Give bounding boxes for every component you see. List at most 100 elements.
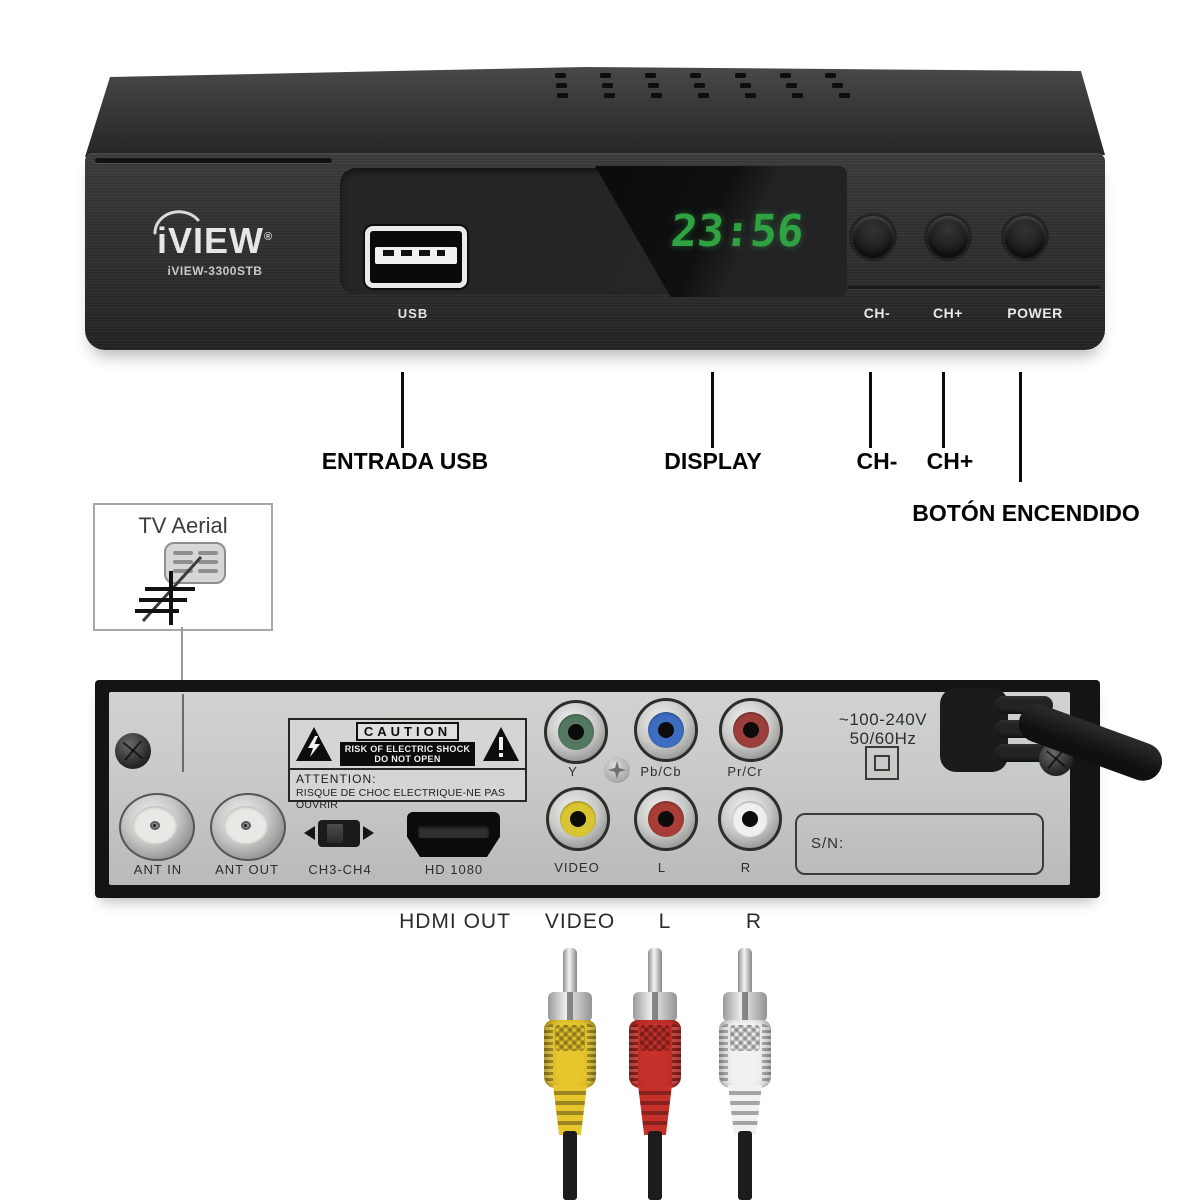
audio-l-jack-label: L <box>657 860 667 875</box>
caution-label: CAUTION RISK OF ELECTRIC SHOCK DO NOT OP… <box>288 718 527 811</box>
tv-aerial-label: TV Aerial <box>138 513 228 538</box>
stb-front-view: iVIEW® iVIEW-3300STB 23:56 USB CH- CH+ P… <box>85 65 1105 350</box>
class-ii-insulation-icon <box>865 746 899 780</box>
logo-arc-icon <box>153 210 200 235</box>
usb-port-label: USB <box>397 306 429 321</box>
rca-boot-white <box>728 1085 762 1135</box>
front-slot-groove <box>95 158 332 163</box>
hdmi-slot <box>418 825 489 838</box>
rca-cable <box>563 1131 577 1200</box>
rca-collar <box>723 992 767 1022</box>
callout-label-display: DISPLAY <box>664 448 762 474</box>
component-pb-jack[interactable] <box>634 698 698 762</box>
serial-number-label: S/N: <box>811 835 845 852</box>
rca-body-red <box>629 1020 681 1088</box>
tv-aerial-icon <box>135 542 226 625</box>
screw-icon <box>115 733 151 769</box>
star-screw-icon <box>604 757 630 783</box>
ch3-ch4-switch[interactable] <box>318 820 360 847</box>
video-jack-hole <box>570 811 586 827</box>
rca-knurl <box>730 1025 760 1051</box>
rca-body-white <box>719 1020 771 1088</box>
registered-mark: ® <box>263 231 274 243</box>
rca-knurl <box>640 1025 670 1051</box>
switch-arrow-left-icon <box>304 826 315 840</box>
button-divider-groove <box>848 286 1100 289</box>
audio-l-jack-hole <box>658 811 674 827</box>
caution-line2: DO NOT OPEN <box>374 754 441 764</box>
rca-boot-red <box>638 1085 672 1135</box>
rca-plug-audio-l[interactable] <box>625 948 685 1200</box>
audio-l-callout: L <box>658 910 672 933</box>
exclamation-triangle-icon <box>482 727 519 761</box>
attention-text: RISQUE DE CHOC ELECTRIQUE-NE PAS OUVRIR <box>296 787 506 811</box>
audio-r-jack[interactable] <box>718 787 782 851</box>
hdmi-port-label: HD 1080 <box>424 862 484 877</box>
rf-switch-label: CH3-CH4 <box>308 862 372 877</box>
caution-top-section: CAUTION RISK OF ELECTRIC SHOCK DO NOT OP… <box>290 720 525 768</box>
usb-tongue <box>375 247 457 264</box>
brand-logo: iVIEW® iVIEW-3300STB <box>125 207 305 278</box>
callout-line-ch-up <box>942 372 945 448</box>
component-y-jack[interactable] <box>544 700 608 764</box>
ant-out-outer-ring <box>210 793 286 861</box>
ant-out-center-pin <box>241 821 251 830</box>
rca-collar <box>633 992 677 1022</box>
power-button-label: POWER <box>1007 305 1063 321</box>
callout-line-ch-down <box>869 372 872 448</box>
ant-out-connector[interactable] <box>210 793 286 861</box>
pr-jack-hole <box>743 722 759 738</box>
hdmi-out-callout: HDMI OUT <box>399 910 511 933</box>
audio-r-jack-label: R <box>740 860 752 875</box>
front-inset-panel: 23:56 <box>340 166 847 297</box>
voltage-line1: ~100-240V <box>838 710 928 729</box>
stb-top-face <box>85 67 1105 157</box>
caution-title: CAUTION <box>355 722 460 741</box>
callout-line-display <box>711 372 714 448</box>
pb-jack-hole <box>658 722 674 738</box>
usb-port[interactable] <box>365 226 467 288</box>
video-jack-label: VIDEO <box>554 860 600 875</box>
component-pr-jack[interactable] <box>719 698 783 762</box>
rca-pin <box>738 948 752 1000</box>
brand-name: iVIEW® <box>156 220 274 261</box>
y-jack-hole <box>568 724 584 740</box>
rca-pin <box>648 948 662 1000</box>
caution-warning-lines: RISK OF ELECTRIC SHOCK DO NOT OPEN <box>339 742 476 766</box>
video-jack[interactable] <box>546 787 610 851</box>
rca-pin <box>563 948 577 1000</box>
video-callout: VIDEO <box>544 910 616 933</box>
caution-line1: RISK OF ELECTRIC SHOCK <box>344 744 471 754</box>
attention-label: ATTENTION: <box>296 772 377 786</box>
stb-back-view: CAUTION RISK OF ELECTRIC SHOCK DO NOT OP… <box>95 680 1168 898</box>
rca-collar <box>548 992 592 1022</box>
callout-label-ch-down: CH- <box>856 448 898 474</box>
ch-up-button-label: CH+ <box>933 305 963 321</box>
rca-boot-yellow <box>553 1085 587 1135</box>
power-button[interactable] <box>1004 216 1046 258</box>
aerial-connector-line-lower <box>182 694 184 772</box>
serial-number-box: S/N: <box>795 813 1044 875</box>
y-jack-label: Y <box>568 764 578 779</box>
rca-knurl <box>555 1025 585 1051</box>
rca-plug-video[interactable] <box>540 948 600 1200</box>
caution-text-block: CAUTION RISK OF ELECTRIC SHOCK DO NOT OP… <box>339 722 476 766</box>
hdmi-port[interactable] <box>407 812 500 857</box>
rca-plug-audio-r[interactable] <box>715 948 775 1200</box>
audio-l-jack[interactable] <box>634 787 698 851</box>
ch-up-button[interactable] <box>927 216 969 258</box>
model-number: iVIEW-3300STB <box>167 264 263 278</box>
lightning-triangle-icon <box>296 727 332 761</box>
ch-down-button[interactable] <box>852 216 894 258</box>
callout-label-power: BOTÓN ENCENDIDO <box>912 500 1140 526</box>
pb-jack-label: Pb/Cb <box>640 764 682 779</box>
callout-label-ch-up: CH+ <box>926 448 974 474</box>
rca-cable <box>648 1131 662 1200</box>
tv-aerial-box: TV Aerial <box>93 503 273 631</box>
ant-in-connector[interactable] <box>119 793 195 861</box>
voltage-rating: ~100-240V 50/60Hz <box>823 710 943 748</box>
switch-knob <box>327 824 343 843</box>
callout-label-usb: ENTRADA USB <box>321 448 489 474</box>
clock-display: 23:56 <box>668 206 806 257</box>
